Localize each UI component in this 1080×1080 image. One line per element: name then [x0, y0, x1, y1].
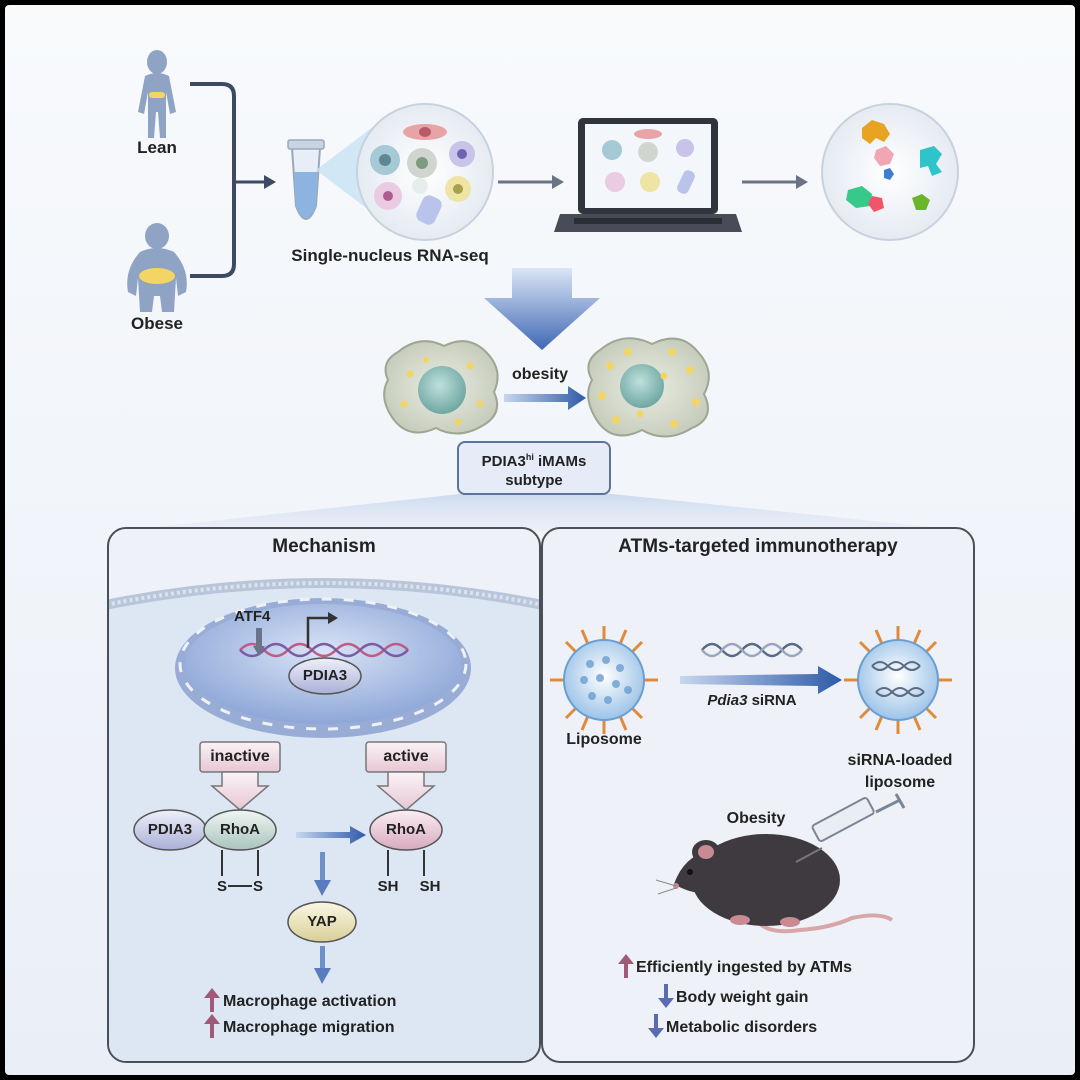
- thiol-groups-icon: [387, 850, 425, 876]
- obesity-arrow: [504, 386, 586, 410]
- cluster-plot-icon: [846, 120, 942, 212]
- atf4-label: ATF4: [234, 608, 271, 625]
- rhoa-active-pill: [369, 809, 443, 851]
- loading-arrow: [680, 666, 842, 694]
- therapy-title: ATMs-targeted immunotherapy: [618, 536, 898, 557]
- bracket-arrow-head: [264, 175, 276, 189]
- lean-label: Lean: [137, 138, 177, 157]
- obese-person-icon: [127, 223, 187, 312]
- atf4-binding-icon: [256, 628, 262, 646]
- therapy-outcome-ingested: Efficiently ingested by ATMs: [636, 959, 853, 976]
- activation-arrow: [296, 826, 366, 844]
- liposome-label: Liposome: [566, 731, 642, 748]
- atf4-binding-tip: [253, 646, 265, 656]
- yap-arrow-head: [314, 880, 331, 896]
- group-bracket: [190, 82, 236, 278]
- sirna-helix-icon: [701, 642, 803, 658]
- therapy-panel: [541, 527, 975, 1063]
- pdia3-protein-label: PDIA3: [147, 821, 193, 838]
- laptop-icon: [554, 118, 742, 232]
- cell-types-icon: [370, 124, 475, 225]
- rhoa-active-label: RhoA: [386, 821, 426, 838]
- dna-helix-icon: [239, 642, 409, 658]
- loaded-line1: siRNA-loaded: [847, 752, 953, 769]
- yap-pill: [287, 901, 357, 943]
- inactive-tag: [199, 741, 281, 811]
- arrow-to-laptop-head: [552, 175, 564, 189]
- active-tag: [365, 741, 447, 811]
- pdia3-gene-label: PDIA3: [302, 667, 348, 684]
- transcription-arrow-head: [328, 612, 338, 624]
- transcription-arrow: [306, 616, 330, 648]
- up-arrow-icon: [618, 954, 634, 978]
- sirna-gene-name: Pdia3: [707, 692, 748, 709]
- therapy-outcome-metabolic: Metabolic disorders: [666, 1019, 818, 1036]
- up-arrow-icon: [204, 988, 220, 1012]
- mechanism-outcome-activation: Macrophage activation: [223, 993, 397, 1010]
- down-arrow-icon: [648, 1014, 664, 1038]
- loaded-line2: liposome: [864, 774, 936, 791]
- seq-label: Single-nucleus RNA-seq: [291, 246, 489, 265]
- mechanism-title: Mechanism: [272, 536, 376, 557]
- subtype-line2: subtype: [505, 472, 563, 489]
- lean-person-icon: [138, 50, 176, 138]
- rhoa-inactive-pill: [203, 809, 277, 851]
- mouse-obesity-label: Obesity: [726, 810, 786, 827]
- sample-tube-icon: [287, 139, 325, 220]
- up-arrow-icon: [204, 1014, 220, 1038]
- subtype-label: PDIA3hi iMAMs subtype: [482, 448, 587, 490]
- macrophage-lean-icon: [383, 340, 499, 435]
- big-down-arrow: [484, 268, 600, 350]
- yap-label: YAP: [307, 913, 337, 930]
- rhoa-inactive-label: RhoA: [220, 821, 260, 838]
- active-label: active: [383, 748, 429, 765]
- down-arrow-icon: [658, 984, 674, 1008]
- pdia3-gene-pill: [288, 657, 362, 695]
- mechanism-outcome-migration: Macrophage migration: [223, 1019, 395, 1036]
- sulfur-right-label: S: [252, 878, 264, 895]
- syringe-icon: [795, 793, 906, 863]
- subtype-box: [457, 441, 611, 495]
- arrow-to-clusters-head: [796, 175, 808, 189]
- sirna-suffix: siRNA: [747, 692, 797, 709]
- thiol-left-label: SH: [377, 878, 399, 895]
- obese-label: Obese: [131, 314, 183, 333]
- loaded-liposome-icon: [844, 626, 952, 734]
- sirna-label: Pdia3 siRNA: [707, 692, 796, 709]
- outcome-arrow-head: [314, 968, 331, 984]
- yap-arrow-shaft: [320, 852, 325, 882]
- mouse-icon: [655, 834, 894, 934]
- subtype-line1: PDIA3hi iMAMs: [481, 452, 587, 470]
- sulfur-left-label: S: [216, 878, 228, 895]
- therapy-outcome-weight: Body weight gain: [676, 989, 809, 1006]
- macrophage-obese-icon: [587, 337, 710, 438]
- inactive-label: inactive: [210, 748, 270, 765]
- disulfide-bond-icon: [221, 850, 259, 887]
- liposome-icon: [550, 626, 658, 734]
- obesity-label: obesity: [511, 366, 569, 383]
- subtype-fan: [110, 494, 980, 532]
- thiol-right-label: SH: [419, 878, 441, 895]
- loaded-liposome-label: siRNA-loaded liposome: [848, 750, 953, 794]
- outcome-arrow-shaft: [320, 946, 325, 970]
